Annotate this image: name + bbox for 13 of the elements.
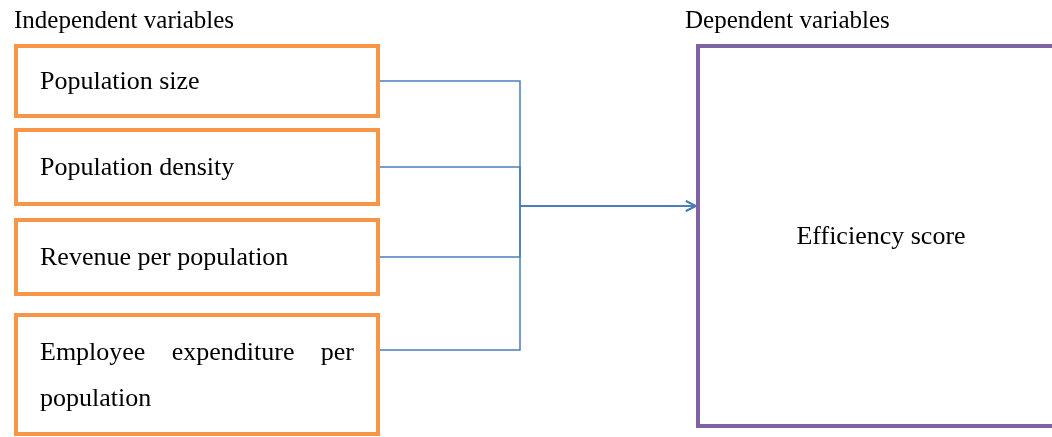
connector-arrow <box>379 200 697 351</box>
heading-label: Dependent variables <box>685 6 890 34</box>
box-text: Revenue per population <box>40 241 290 274</box>
box-text: Population density <box>40 151 236 184</box>
box-text: Employee expenditure per population <box>40 336 354 414</box>
outcome-box <box>696 44 1052 428</box>
variable-box <box>14 313 380 436</box>
box-text: Population size <box>40 65 201 98</box>
heading-label: Independent variables <box>14 6 235 34</box>
box-text: Efficiency score <box>796 220 966 253</box>
variable-box <box>14 44 380 118</box>
variable-box <box>14 218 380 296</box>
variable-box <box>14 128 380 206</box>
